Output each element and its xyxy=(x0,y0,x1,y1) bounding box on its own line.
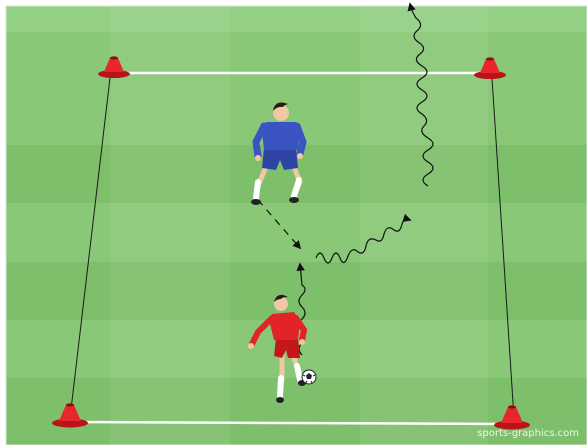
soccer-ball-icon xyxy=(302,370,316,384)
watermark: sports-graphics.com xyxy=(477,428,579,439)
